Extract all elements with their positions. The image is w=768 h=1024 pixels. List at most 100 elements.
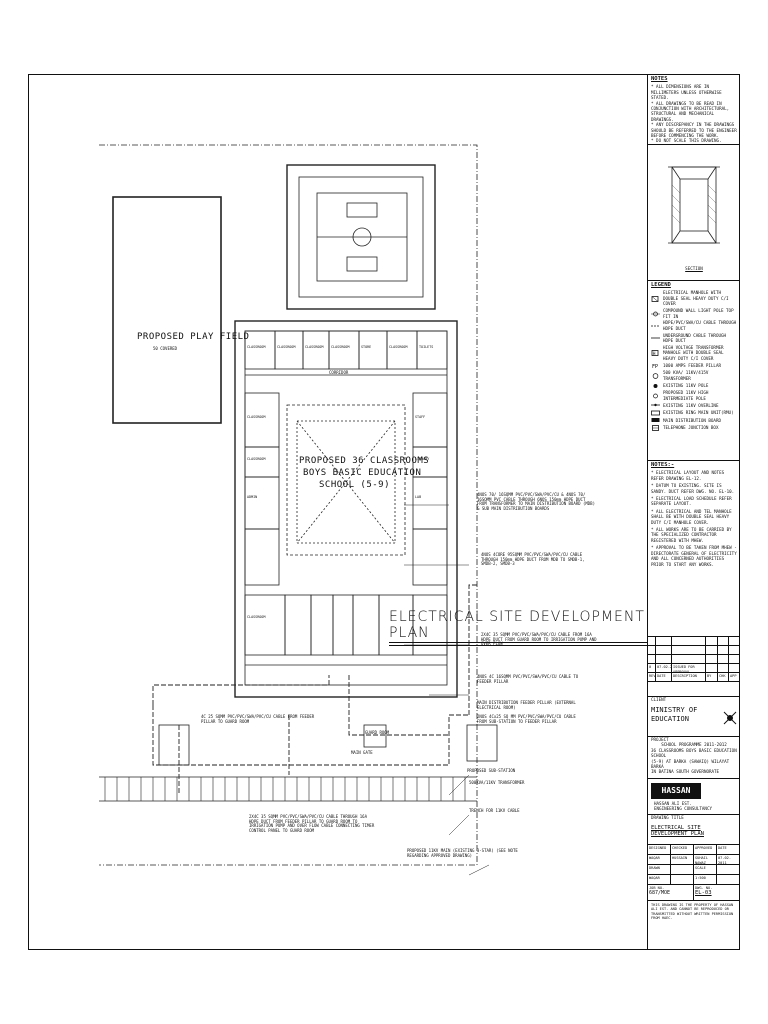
callout-4: 4NOS 4C 16SQMM PVC/PVC/SWA/PVC/CU CABLE …: [477, 674, 579, 684]
legend-item: EXISTING 11KV POLE: [651, 383, 737, 389]
note2-6: * APPROVAL TO BE TAKEN FROM MHEW - DIREC…: [651, 545, 737, 567]
legend-item: 500 KVA/ 11KV/415V TRANSFORMER: [651, 370, 737, 381]
courtyard: [286, 404, 406, 556]
school-label-3: SCHOOL (5-9): [319, 480, 391, 490]
meta-cell: [671, 865, 694, 875]
meta-cell: [717, 865, 740, 875]
note-1: * ALL DIMENSIONS ARE IN MILLIMETERS UNLE…: [651, 84, 722, 101]
drawing-title-label: DRAWING TITLE: [651, 815, 684, 820]
svg-text:H: H: [653, 351, 656, 356]
rev-header-cell: DESCRIPTION: [672, 673, 706, 682]
note2-3: * ELECTRICAL LOAD SCHEDULE REFER SEPARAT…: [651, 496, 732, 507]
legend-label: 1000 AMPS FEEDER PILLAR: [663, 363, 721, 369]
legend-item: ELECTRICAL MANHOLE WITH DOUBLE SEAL HEAV…: [651, 290, 737, 306]
legend-label: TELEPHONE JUNCTION BOX: [663, 425, 719, 431]
rev-header-cell: CHK: [718, 673, 729, 682]
room-label: CLASSROOM: [389, 345, 408, 349]
rev-header-cell: REV: [648, 673, 656, 682]
note2-1: * ELECTRICAL LAYOUT AND NOTES REFER DRAW…: [651, 470, 725, 481]
notes2-section: NOTES:- * ELECTRICAL LAYOUT AND NOTES RE…: [648, 461, 740, 637]
legend-symbol-icon: [651, 323, 660, 329]
legend-symbol-icon: [651, 393, 660, 399]
room-label: CLASSROOM: [305, 345, 324, 349]
dwg-number: EL-03: [695, 890, 712, 897]
consultant-logo: HASSAN: [651, 783, 701, 799]
rev-header-cell: DATE: [656, 673, 672, 682]
legend-symbol-icon: [651, 335, 660, 341]
note-3: * ANY DISCREPANCY IN THE DRAWINGS SHOULD…: [651, 122, 737, 139]
meta-cell: DRAWN: [648, 865, 671, 875]
rev-cell: ISSUED FOR APPROVAL: [672, 664, 706, 673]
play-field-sub-label: 50 COVERED: [153, 346, 178, 351]
note2-5: * ALL WORKS ARE TO BE CARRIED BY THE SPE…: [651, 527, 732, 543]
guard-room-label: GUARD ROOM: [365, 730, 390, 735]
room-label: LIBRARY: [415, 457, 430, 461]
room-label: LAB: [415, 495, 422, 499]
rev-empty-cell: [718, 646, 729, 655]
legend-item: TELEPHONE JUNCTION BOX: [651, 425, 737, 431]
room-label: STAFF: [415, 415, 426, 419]
site-boundary: [99, 144, 478, 866]
rev-header-cell: BY: [706, 673, 718, 682]
legend-label: HDPE/PVC/SWA/CU CABLE THROUGH HDPE DUCT: [663, 320, 737, 331]
proposed-substation: [466, 724, 498, 762]
school-building: [234, 320, 458, 698]
rev-cell: 07.02.2011: [656, 664, 672, 673]
meta-cell: WAQAR: [648, 855, 671, 865]
meta-cell: 1:500: [694, 875, 717, 885]
rev-empty-cell: [648, 637, 656, 646]
legend-label: PROPOSED 11KV HIGH INTERMEDIATE POLE: [663, 390, 709, 401]
drawing-area: PROPOSED PLAY FIELD 50 COVERED PROPOSED …: [29, 75, 647, 949]
legend-symbol-icon: [651, 311, 660, 317]
legend-symbol-icon: [651, 417, 660, 423]
job-cell: JOB NO. 687/MOE: [648, 885, 694, 900]
callout-8: TRENCH FOR 11KV CABLE: [469, 808, 520, 813]
callout-9: PROPOSED 11KV MAIN (EXISTING 3-STAR) (SE…: [407, 848, 518, 858]
notes2-title: NOTES:-: [651, 462, 675, 468]
rev-empty-cell: [706, 655, 718, 664]
legend-label: 500 KVA/ 11KV/415V TRANSFORMER: [663, 370, 709, 381]
room-label: CLASSROOM: [247, 345, 266, 349]
legend-symbol-icon: [651, 383, 660, 389]
substation-label: PROPOSED SUB-STATION: [467, 768, 516, 773]
rev-header-cell: APP: [729, 673, 740, 682]
job-label: JOB NO.: [649, 886, 665, 890]
footer-note: THIS DRAWING IS THE PROPERTY OF HASSAN A…: [651, 903, 734, 921]
ministry-emblem-icon: [723, 711, 737, 725]
meta-cell: 07-02-2011: [717, 855, 740, 865]
notes-title: NOTES: [651, 76, 668, 82]
corridor-label: CORRIDOR: [329, 370, 349, 375]
legend-label: EXISTING RING MAIN UNIT(RMU): [663, 410, 734, 416]
rev-cell: [706, 664, 718, 673]
client-name: MINISTRY OF EDUCATION: [651, 706, 698, 724]
room-label: CLASSROOM: [247, 615, 266, 619]
legend-item: COMPOUND WALL LIGHT POLE TOP FIT IN: [651, 308, 737, 319]
meta-cell: WAQAR: [648, 875, 671, 885]
bottom-wing-rooms: [244, 594, 448, 666]
callout-11: 2X4C 35 SQMM PVC/PVC/SWA/PVC/CU CABLE TH…: [249, 814, 375, 833]
title-block: NOTES * ALL DIMENSIONS ARE IN MILLIMETER…: [647, 75, 740, 949]
play-field-outline: [112, 196, 222, 424]
rev-empty-cell: [672, 646, 706, 655]
legend-label: HIGH VOLTAGE TRANSFORMER MANHOLE WITH DO…: [663, 345, 724, 361]
parking-stall-ticks: [104, 777, 466, 801]
legend-label: UNDERGROUND CABLE THROUGH HDPE DUCT: [663, 332, 727, 344]
rev-empty-cell: [672, 637, 706, 646]
legend-item: H HIGH VOLTAGE TRANSFORMER MANHOLE WITH D…: [651, 345, 737, 361]
note2-2: * DATUM TO EXISTING. SITE IS SANDY. DUCT…: [651, 483, 735, 494]
callout-10: 4C 25 SQMM PVC/PVC/SWA/PVC/CU CABLE FROM…: [201, 714, 315, 724]
room-label: ADMIN: [247, 495, 258, 499]
drawing-main-title: ELECTRICAL SITE DEVELOPMENT PLAN: [389, 609, 647, 646]
room-label: CLASSROOM: [331, 345, 350, 349]
room-label: STORE: [361, 345, 372, 349]
client-section: CLIENT MINISTRY OF EDUCATION: [648, 697, 740, 737]
meta-cell: HUSSAIN: [671, 855, 694, 865]
legend-symbol-icon: [651, 410, 660, 416]
legend-list: ELECTRICAL MANHOLE WITH DOUBLE SEAL HEAV…: [648, 290, 740, 431]
drawing-title: ELECTRICAL SITE DEVELOPMENT PLAN: [651, 825, 704, 837]
rev-empty-cell: [718, 655, 729, 664]
sports-court-outer: [286, 164, 436, 310]
drawing-title-section: DRAWING TITLE ELECTRICAL SITE DEVELOPMEN…: [648, 815, 740, 845]
callout-5: MAIN DISTRIBUTION FEEDER PILLAR (EXTERNA…: [477, 700, 576, 710]
